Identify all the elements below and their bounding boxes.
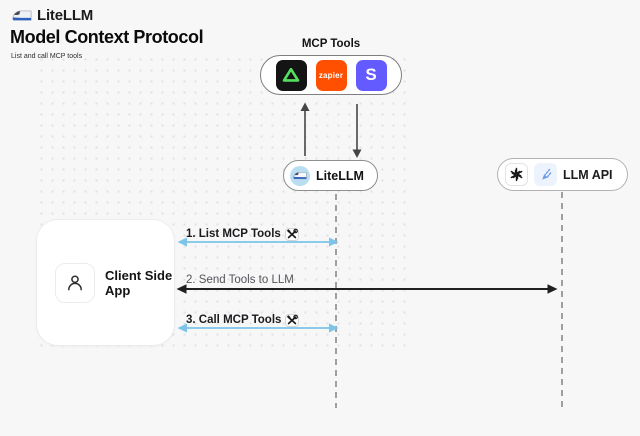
step-label-3: 3. Call MCP Tools <box>186 314 300 327</box>
step-label-1: 1. List MCP Tools <box>186 228 299 241</box>
page-title: Model Context Protocol <box>10 27 204 47</box>
litellm-node-label: LiteLLM <box>316 168 364 183</box>
step-3-text: 3. Call MCP Tools <box>186 314 282 326</box>
brand-name: LiteLLM <box>37 7 94 24</box>
openai-icon <box>505 163 528 186</box>
client-node-label: Client Side App <box>105 267 173 298</box>
zapier-icon: zapier <box>315 59 347 91</box>
mcp-tools-node: zapier S <box>260 55 402 95</box>
step-label-2: 2. Send Tools to LLM <box>186 274 294 287</box>
llm-api-node: LLM API <box>497 158 628 191</box>
page-subtitle: List and call MCP tools <box>11 53 83 60</box>
tools-icon <box>285 314 300 327</box>
zapier-wordmark: zapier <box>318 70 344 80</box>
brand: LiteLLM <box>12 7 93 24</box>
litellm-train-icon <box>290 165 310 186</box>
train-icon <box>12 10 32 21</box>
llm-provider-icon <box>534 163 557 186</box>
stripe-s-letter: S <box>365 65 377 84</box>
triangle-tool-icon <box>275 59 307 91</box>
tools-icon <box>284 228 299 241</box>
stripe-icon: S <box>355 59 387 91</box>
person-icon <box>55 262 95 303</box>
client-side-app-node: Client Side App <box>36 219 175 346</box>
green-triangle-icon <box>282 67 300 82</box>
llm-api-node-label: LLM API <box>563 167 613 182</box>
step-2-text: 2. Send Tools to LLM <box>186 274 294 286</box>
litellm-node: LiteLLM <box>283 160 378 191</box>
step-1-text: 1. List MCP Tools <box>186 228 281 240</box>
mcp-tools-label: MCP Tools <box>301 38 361 50</box>
